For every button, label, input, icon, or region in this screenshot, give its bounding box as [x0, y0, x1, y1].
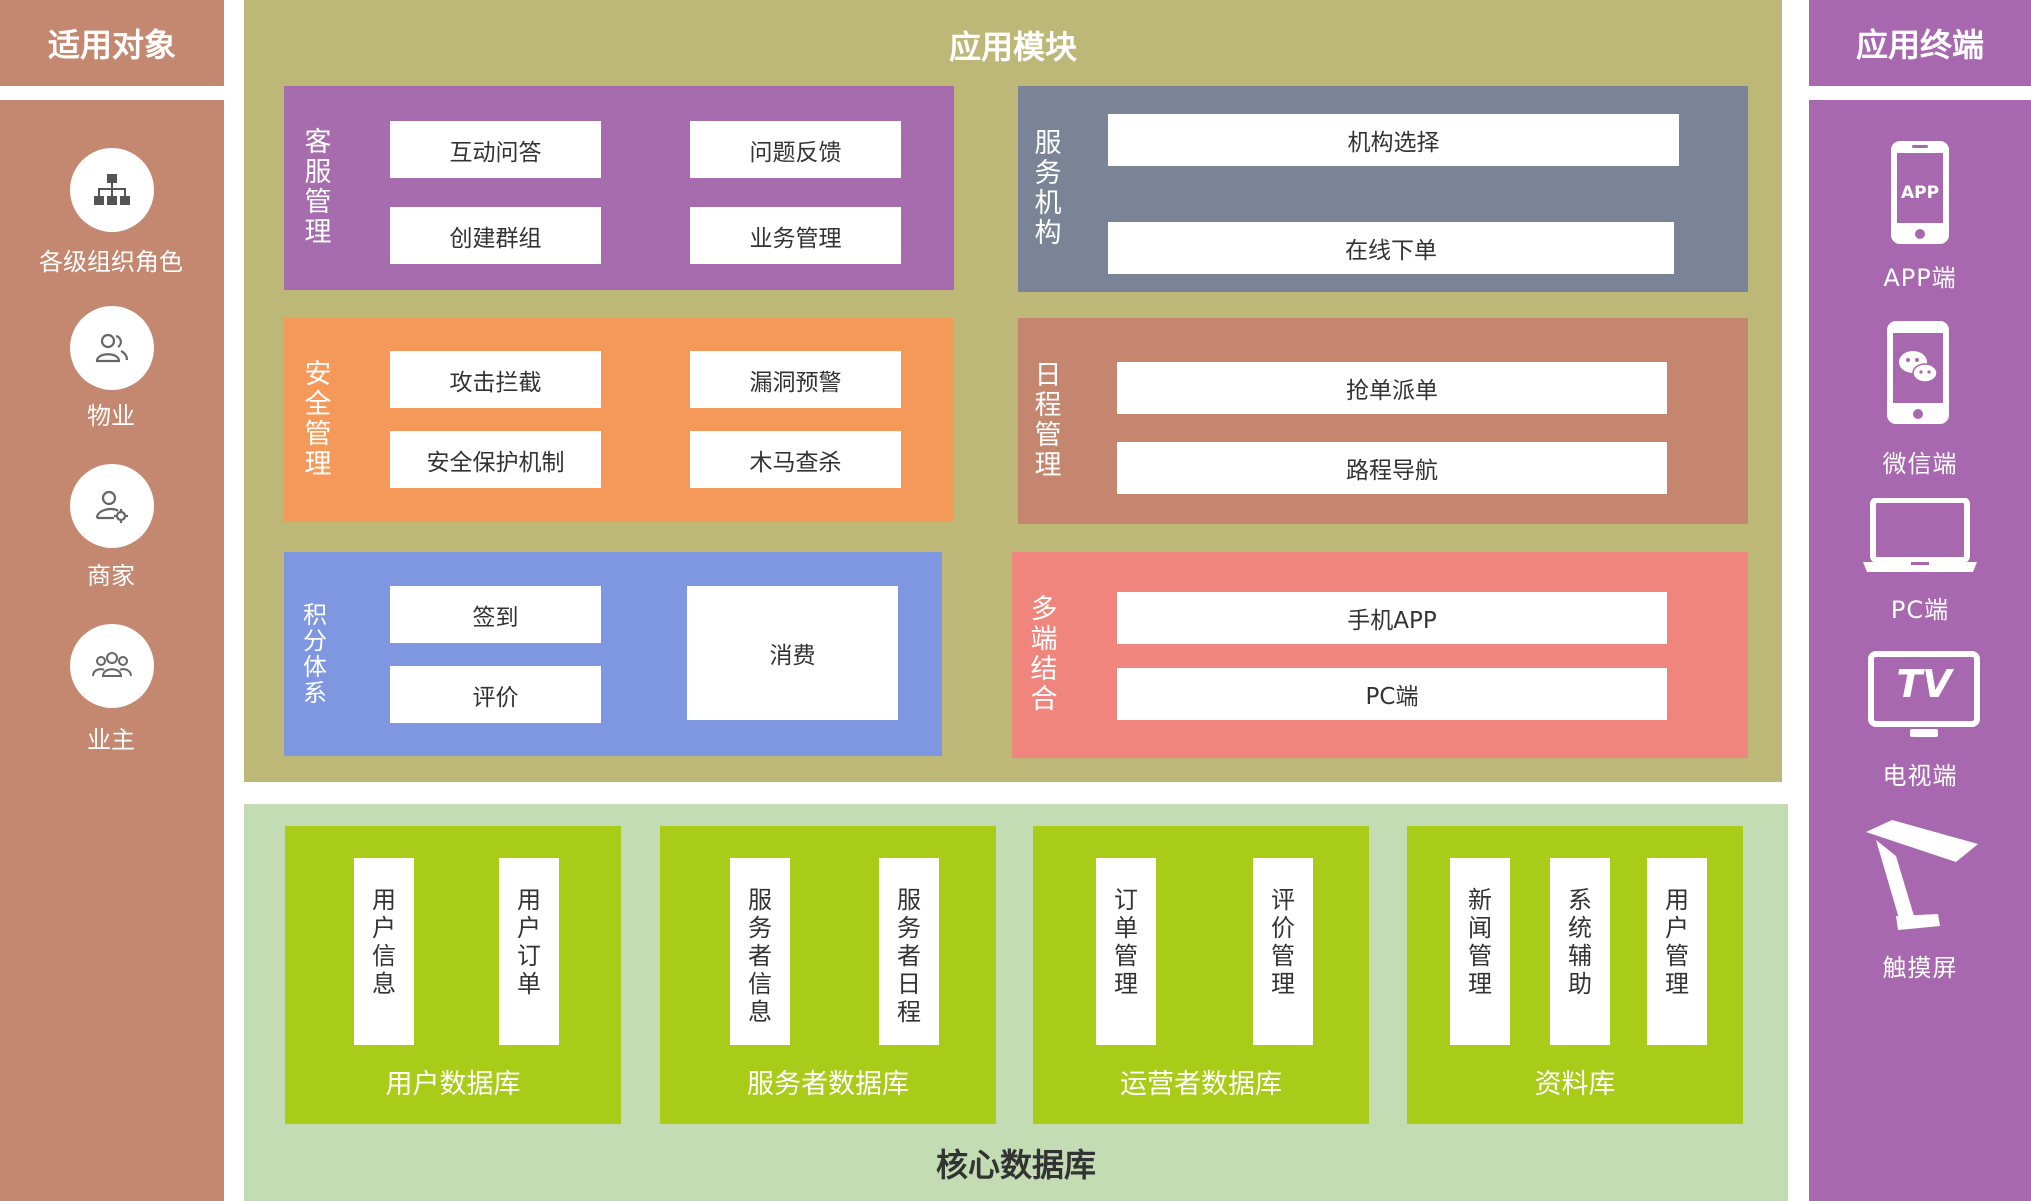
- module-item[interactable]: 抢单派单: [1117, 362, 1667, 414]
- module-item[interactable]: 机构选择: [1108, 114, 1679, 166]
- terminal-label: 触摸屏: [1882, 954, 1958, 982]
- db-name: 运营者数据库: [1120, 1069, 1282, 1100]
- module-item[interactable]: 路程导航: [1117, 442, 1667, 494]
- points-label: 积分体系: [303, 601, 327, 707]
- center-title: 应用模块: [244, 20, 1782, 70]
- left-title: 适用对象: [47, 26, 176, 64]
- db-block-provider: [660, 826, 996, 1124]
- tv-icon: [1868, 651, 1980, 741]
- core-title-text: 核心数据库: [935, 1146, 1096, 1184]
- db-table[interactable]: 用户订单: [499, 858, 559, 1045]
- right-panel: [1809, 100, 2031, 1201]
- service-org-label: 服务机构: [1034, 128, 1062, 249]
- module-item[interactable]: PC端: [1117, 668, 1667, 720]
- users-icon: [70, 306, 154, 390]
- module-item[interactable]: 漏洞预警: [690, 351, 901, 408]
- db-name: 用户数据库: [385, 1069, 521, 1100]
- tv-badge: TV: [1896, 662, 1952, 706]
- module-item[interactable]: 评价: [390, 666, 601, 723]
- touch-screen-icon: [1862, 818, 1982, 936]
- org-chart-icon: [70, 148, 154, 232]
- left-item-label: 业主: [87, 726, 135, 754]
- left-item-label: 商家: [87, 562, 135, 590]
- module-item[interactable]: 在线下单: [1108, 222, 1674, 274]
- terminal-label: PC端: [1890, 596, 1950, 624]
- db-table[interactable]: 用户信息: [354, 858, 414, 1045]
- module-item[interactable]: 攻击拦截: [390, 351, 601, 408]
- left-header: 适用对象: [0, 0, 224, 86]
- core-title: 核心数据库: [244, 1138, 1788, 1188]
- module-item[interactable]: 创建群组: [390, 207, 601, 264]
- module-item[interactable]: 互动问答: [390, 121, 601, 178]
- customer-service-label: 客服管理: [304, 127, 332, 248]
- security-block: [284, 318, 954, 522]
- db-table[interactable]: 新闻管理: [1450, 858, 1510, 1045]
- laptop-icon: [1861, 497, 1979, 574]
- db-table[interactable]: 评价管理: [1253, 858, 1313, 1045]
- db-table[interactable]: 用户管理: [1647, 858, 1707, 1045]
- left-item-label: 各级组织角色: [39, 248, 183, 276]
- schedule-label: 日程管理: [1034, 360, 1062, 481]
- db-name: 服务者数据库: [747, 1069, 909, 1100]
- db-table[interactable]: 服务者信息: [730, 858, 790, 1045]
- db-table[interactable]: 服务者日程: [879, 858, 939, 1045]
- left-item-label: 物业: [87, 402, 135, 430]
- module-item[interactable]: 手机APP: [1117, 592, 1667, 644]
- app-badge: APP: [1900, 183, 1940, 203]
- user-gear-icon: [70, 464, 154, 548]
- center-title-text: 应用模块: [948, 28, 1077, 66]
- right-title: 应用终端: [1855, 26, 1984, 64]
- terminal-label: 微信端: [1882, 450, 1958, 478]
- module-item[interactable]: 业务管理: [690, 207, 901, 264]
- db-table[interactable]: 系统辅助: [1550, 858, 1610, 1045]
- db-block-user: [285, 826, 621, 1124]
- wechat-phone-icon: [1886, 320, 1950, 425]
- terminal-label: 电视端: [1882, 762, 1958, 790]
- security-label: 安全管理: [304, 359, 332, 480]
- db-table[interactable]: 订单管理: [1096, 858, 1156, 1045]
- right-header: 应用终端: [1809, 0, 2031, 86]
- module-item[interactable]: 问题反馈: [690, 121, 901, 178]
- multi-end-label: 多端结合: [1030, 594, 1058, 715]
- module-item[interactable]: 安全保护机制: [390, 431, 601, 488]
- module-item[interactable]: 消费: [687, 586, 898, 720]
- db-name: 资料库: [1534, 1069, 1616, 1100]
- group-icon: [70, 624, 154, 708]
- module-item[interactable]: 签到: [390, 586, 601, 643]
- terminal-label: APP端: [1883, 264, 1957, 292]
- phone-app-icon: [1890, 140, 1950, 245]
- db-block-operator: [1033, 826, 1369, 1124]
- multi-end-block: [1012, 552, 1748, 758]
- module-item[interactable]: 木马查杀: [690, 431, 901, 488]
